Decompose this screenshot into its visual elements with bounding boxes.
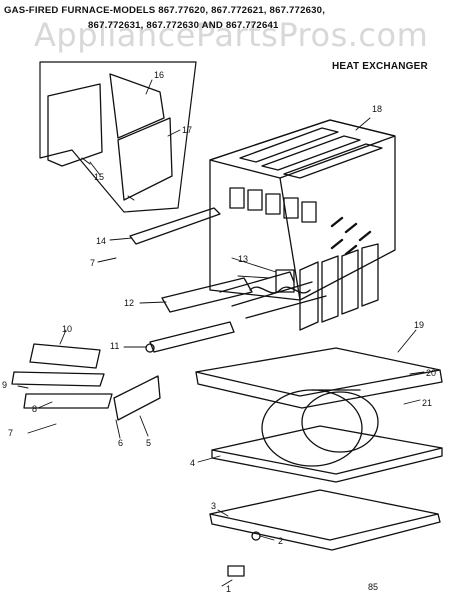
callout-17: 17 bbox=[182, 125, 192, 135]
callout-15: 15 bbox=[94, 172, 104, 182]
callout-5: 5 bbox=[146, 438, 151, 448]
callout-10: 10 bbox=[62, 324, 72, 334]
callout-7a: 7 bbox=[90, 258, 95, 268]
callout-8: 8 bbox=[32, 404, 37, 414]
leader-lines bbox=[17, 79, 425, 587]
callout-2: 2 bbox=[278, 536, 283, 546]
flue-openings bbox=[229, 187, 317, 223]
blower-housing bbox=[261, 389, 379, 467]
heat-exchanger-assembly bbox=[209, 119, 396, 331]
callout-6: 6 bbox=[118, 438, 123, 448]
callout-11: 11 bbox=[110, 341, 119, 351]
exchanger-cells bbox=[299, 243, 379, 331]
inset-panel bbox=[39, 61, 197, 213]
header-line-2: 867.772631, 867.772630 AND 867.772641 bbox=[88, 20, 279, 31]
callout-21: 21 bbox=[422, 398, 432, 408]
callout-13: 13 bbox=[238, 254, 248, 264]
callout-7b: 7 bbox=[8, 428, 13, 438]
base-pan bbox=[209, 425, 443, 577]
bottom-tray bbox=[195, 347, 443, 409]
callout-19: 19 bbox=[414, 320, 424, 330]
header-line-1: GAS-FIRED FURNACE-MODELS 867.77620, 867.… bbox=[4, 5, 326, 16]
callout-16: 16 bbox=[154, 70, 164, 80]
callout-12: 12 bbox=[124, 298, 134, 308]
callout-20: 20 bbox=[426, 368, 436, 378]
section-title: HEAT EXCHANGER bbox=[332, 61, 428, 72]
callout-3: 3 bbox=[211, 501, 216, 511]
callout-1: 1 bbox=[226, 584, 231, 594]
callout-18: 18 bbox=[372, 104, 382, 114]
page-code: 85 bbox=[368, 582, 378, 592]
callout-4: 4 bbox=[190, 458, 195, 468]
callout-14: 14 bbox=[96, 236, 106, 246]
watermark: AppliancePartsPros.com bbox=[34, 16, 429, 54]
side-brackets bbox=[11, 343, 161, 421]
burner-assembly bbox=[145, 271, 327, 353]
bracket-parts bbox=[129, 207, 295, 293]
callout-9: 9 bbox=[2, 380, 7, 390]
